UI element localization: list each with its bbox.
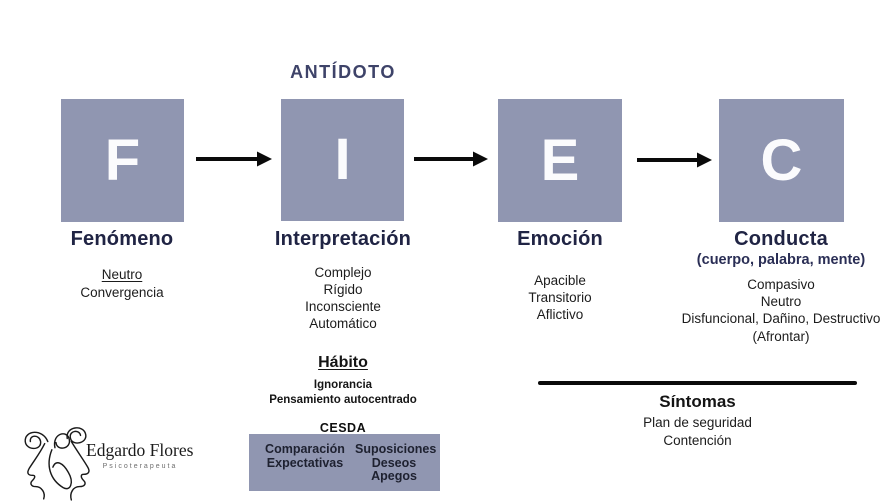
list-item: Aflictivo — [536, 307, 584, 322]
conducta-letter: C — [760, 127, 803, 193]
list-item: Ignorancia — [313, 379, 373, 391]
list-item: (Afrontar) — [752, 328, 810, 344]
conducta-title: Conducta — [734, 228, 828, 250]
list-item: Comparación — [265, 442, 345, 456]
cesda-right-column: Suposiciones Deseos Apegos — [355, 442, 437, 484]
emocion-letter: E — [540, 127, 580, 193]
list-item: Neutro — [760, 294, 802, 310]
sintomas-items: Plan de seguridad Contención — [540, 414, 855, 449]
interpretacion-title: Interpretación — [274, 228, 412, 250]
list-item: Inconsciente — [305, 299, 381, 314]
interpretacion-items: Complejo Rígido Inconsciente Automático — [232, 264, 454, 332]
list-item: Expectativas — [266, 455, 344, 470]
list-item: Complejo — [314, 265, 372, 280]
cesda-title: CESDA — [319, 421, 367, 435]
list-item: Rígido — [323, 282, 363, 297]
fenomeno-letter: F — [104, 127, 141, 193]
interpretacion-box: I — [281, 99, 404, 221]
habito-title: Hábito — [318, 354, 368, 371]
conducta-subtitle: (cuerpo, palabra, mente) — [696, 252, 866, 268]
antidoto-label: ANTÍDOTO — [290, 62, 396, 82]
faces-line-art-logo — [24, 427, 90, 501]
list-item: Apegos — [371, 469, 417, 483]
sintomas-title: Síntomas — [659, 392, 736, 411]
emocion-title: Emoción — [517, 228, 603, 250]
conducta-box: C — [719, 99, 844, 222]
fenomeno-box: F — [61, 99, 184, 222]
cesda-left-column: Comparación Expectativas — [257, 442, 353, 470]
emocion-items: Apacible Transitorio Aflictivo — [450, 272, 670, 323]
list-item: Pensamiento autocentrado — [269, 394, 417, 406]
logo-subtitle: Psicoterapeuta — [102, 463, 178, 470]
list-item: Automático — [309, 316, 377, 331]
emocion-box: E — [498, 99, 622, 222]
logo-name: Edgardo Flores — [86, 440, 194, 460]
list-item: Convergencia — [80, 285, 164, 300]
list-item: Apacible — [534, 273, 586, 288]
list-item: Deseos — [371, 455, 417, 470]
fenomeno-title: Fenómeno — [70, 228, 174, 250]
fenomeno-items: Neutro Convergencia — [12, 266, 232, 302]
conducta-items: Compasivo Neutro Disfuncional, Dañino, D… — [666, 276, 894, 345]
list-item: Contención — [663, 432, 732, 448]
habito-items: Ignorancia Pensamiento autocentrado — [232, 378, 454, 408]
list-item: Transitorio — [528, 290, 592, 305]
list-item: Plan de seguridad — [643, 415, 752, 430]
interpretacion-letter: I — [334, 127, 351, 192]
list-item: Compasivo — [747, 277, 815, 292]
sintomas-divider — [538, 381, 857, 385]
list-item: Neutro — [101, 267, 143, 282]
list-item: Suposiciones — [355, 442, 437, 456]
arrow-right-icon — [196, 151, 712, 168]
cesda-box: Comparación Expectativas Suposiciones De… — [249, 434, 440, 491]
list-item: Disfuncional, Dañino, Destructivo — [681, 311, 881, 327]
